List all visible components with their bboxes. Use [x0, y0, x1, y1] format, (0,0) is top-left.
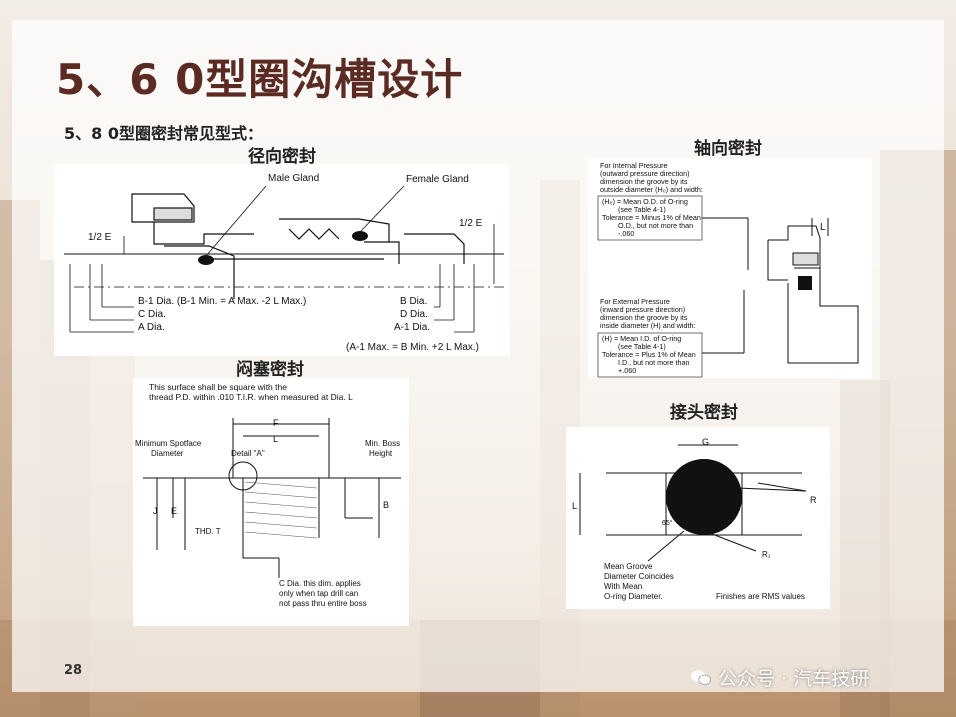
plug-j-label: J — [153, 506, 158, 516]
d-dia-label: D Dia. — [400, 309, 428, 320]
external-pressure-line-4: inside diameter (H) and width: — [600, 321, 695, 330]
internal-pressure-line-4: outside diameter (H₀) and width: — [600, 185, 703, 194]
external-box-line-1: (H) = Mean I.D. of O-ring — [602, 334, 681, 343]
a1-formula-label: (A-1 Max. = B Min. +2 L Max.) — [346, 342, 479, 353]
plug-note-line-2: thread P.D. within .010 T.I.R. when meas… — [149, 392, 353, 402]
finish-note: Finishes are RMS values — [716, 592, 805, 601]
boss-line-1: Min. Boss — [365, 439, 400, 448]
male-gland-label: Male Gland — [268, 173, 319, 184]
spotface-line-1: Minimum Spotface — [135, 439, 202, 448]
external-box-line-3: Tolerance = Plus 1% of Mean — [602, 350, 696, 359]
internal-pressure-line-1: For Internal Pressure — [600, 161, 668, 170]
spotface-line-2: Diameter — [151, 449, 184, 458]
fitting-r-label: R — [810, 495, 817, 505]
a1-dia-label: A-1 Dia. — [394, 322, 430, 333]
page-title: 5、6 0型圈沟槽设计 — [56, 55, 464, 104]
radial-seal-diagram: Male Gland Female Gland 1/2 E 1/2 E B-1 … — [54, 164, 510, 356]
plug-f-label: F — [273, 418, 279, 428]
page-number: 28 — [64, 663, 83, 678]
axial-l-label: L — [820, 222, 826, 233]
boss-line-2: Height — [369, 449, 393, 458]
internal-box-line-2: (see Table 4-1) — [618, 205, 666, 214]
c-note-line-1: C Dia. this dim. applies — [279, 579, 361, 588]
half-e-left-label: 1/2 E — [88, 232, 112, 243]
c-dia-label: C Dia. — [138, 309, 166, 320]
plug-note-line-1: This surface shall be square with the — [149, 382, 287, 392]
external-pressure-line-3: dimension the groove by its — [600, 313, 688, 322]
internal-pressure-line-2: (outward pressure direction) — [600, 169, 689, 178]
plug-seal-heading: 闷塞密封 — [236, 360, 304, 380]
page-subtitle: 5、8 0型圈密封常见型式： — [64, 124, 263, 143]
fitting-r1-label: R₁ — [762, 550, 771, 559]
watermark-text: 公众号 · 汽车技研 — [718, 668, 870, 690]
fitting-angle-label: 65° — [662, 519, 673, 527]
c-note-line-3: not pass thru entire boss — [279, 599, 367, 608]
plug-seal-diagram: This surface shall be square with the th… — [133, 378, 409, 626]
mean-groove-line-4: O-ring Diameter. — [604, 592, 663, 601]
external-pressure-line-1: For External Pressure — [600, 297, 670, 306]
fitting-l-label: L — [572, 501, 577, 511]
b1-dia-label: B-1 Dia. (B-1 Min. = A Max. -2 L Max.) — [138, 296, 306, 307]
internal-box-line-3: Tolerance = Minus 1% of Mean — [602, 213, 701, 222]
b-dia-label: B Dia. — [400, 296, 427, 307]
radial-seal-heading: 径向密封 — [248, 147, 316, 167]
internal-box-line-5: -.060 — [618, 229, 634, 238]
c-note-line-2: only when tap drill can — [279, 589, 358, 598]
external-box-line-5: +.060 — [618, 366, 636, 375]
wechat-icon — [690, 669, 711, 685]
internal-box-line-4: O.D., but not more than — [618, 221, 693, 230]
mean-groove-line-1: Mean Groove — [604, 562, 653, 571]
external-box-line-4: I.D., but not more than — [618, 358, 690, 367]
mean-groove-line-2: Diameter Coincides — [604, 572, 674, 581]
mean-groove-line-3: With Mean — [604, 582, 642, 591]
half-e-right-label: 1/2 E — [459, 218, 483, 229]
female-gland-label: Female Gland — [406, 174, 469, 185]
thread-label: THD. T — [195, 527, 221, 536]
external-pressure-line-2: (inward pressure direction) — [600, 305, 685, 314]
watermark: 公众号 · 汽车技研 — [690, 664, 869, 691]
a-dia-label: A Dia. — [138, 322, 165, 333]
plug-l-label: L — [273, 434, 278, 444]
detail-a-label: Detail "A" — [231, 449, 265, 458]
external-box-line-2: (see Table 4-1) — [618, 342, 666, 351]
axial-seal-diagram: For Internal Pressure (outward pressure … — [588, 158, 872, 378]
internal-box-line-1: (H₀) = Mean O.D. of O-ring — [602, 197, 688, 206]
plug-b-label: B — [383, 500, 389, 510]
internal-pressure-line-3: dimension the groove by its — [600, 177, 688, 186]
fitting-seal-heading: 接头密封 — [670, 403, 738, 423]
fitting-g-label: G — [702, 437, 709, 447]
plug-e-label: E — [171, 506, 177, 516]
axial-seal-heading: 轴向密封 — [694, 139, 762, 159]
fitting-seal-diagram: G L R R₁ 65° Mean Groove Diameter Coinci… — [566, 427, 830, 609]
